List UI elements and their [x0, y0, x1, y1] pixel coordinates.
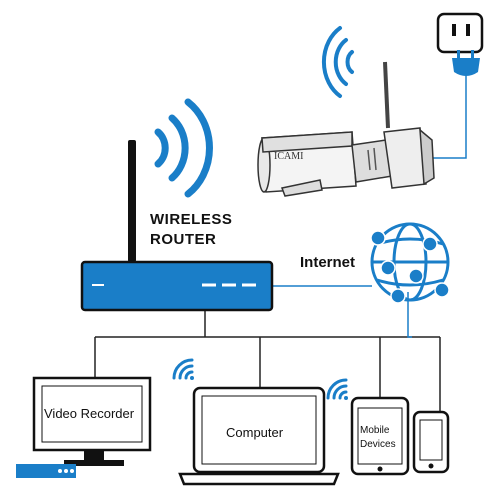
phone-screen	[419, 419, 443, 461]
wifi-icon	[172, 358, 194, 380]
camera-brand-label: ICAMI	[274, 151, 304, 162]
tablet	[350, 396, 410, 476]
laptop-screen	[201, 395, 317, 465]
mobile-label-line1: Mobile	[360, 425, 390, 436]
dvr-box	[16, 464, 76, 478]
router-antenna	[128, 140, 136, 262]
network-node	[408, 268, 424, 284]
wifi-icon	[321, 26, 354, 98]
mobile-label-line2: Devices	[360, 439, 396, 450]
network-node	[422, 236, 438, 252]
video-recorder-label: Video Recorder	[44, 406, 135, 421]
network-node	[390, 288, 406, 304]
tablet-screen	[357, 407, 403, 465]
power-plug-icon	[436, 12, 484, 76]
power-outlet	[436, 12, 484, 54]
security-camera	[257, 61, 435, 197]
internet-label: Internet	[300, 254, 356, 271]
power-plug	[452, 58, 480, 76]
camera-mount	[383, 127, 427, 189]
wifi-icon	[154, 98, 213, 198]
camera-antenna	[383, 61, 390, 129]
network-node	[434, 282, 450, 298]
monitor-base	[64, 460, 124, 466]
router-body	[80, 260, 274, 312]
globe-nodes	[370, 230, 450, 304]
internet-bus-link	[407, 292, 412, 338]
connection-lines	[94, 310, 441, 412]
router-label-line2: ROUTER	[150, 231, 217, 248]
laptop	[178, 386, 340, 486]
monitor-stand	[84, 450, 104, 462]
network-node	[380, 260, 396, 276]
monitor-screen	[41, 385, 143, 443]
video-recorder	[16, 376, 152, 478]
laptop-base	[178, 472, 340, 486]
wireless-router	[80, 140, 274, 312]
computer-label: Computer	[226, 425, 284, 440]
wifi-icon	[326, 378, 348, 400]
phone	[412, 410, 450, 474]
router-label-line1: WIRELESS	[150, 211, 233, 228]
network-node	[370, 230, 386, 246]
